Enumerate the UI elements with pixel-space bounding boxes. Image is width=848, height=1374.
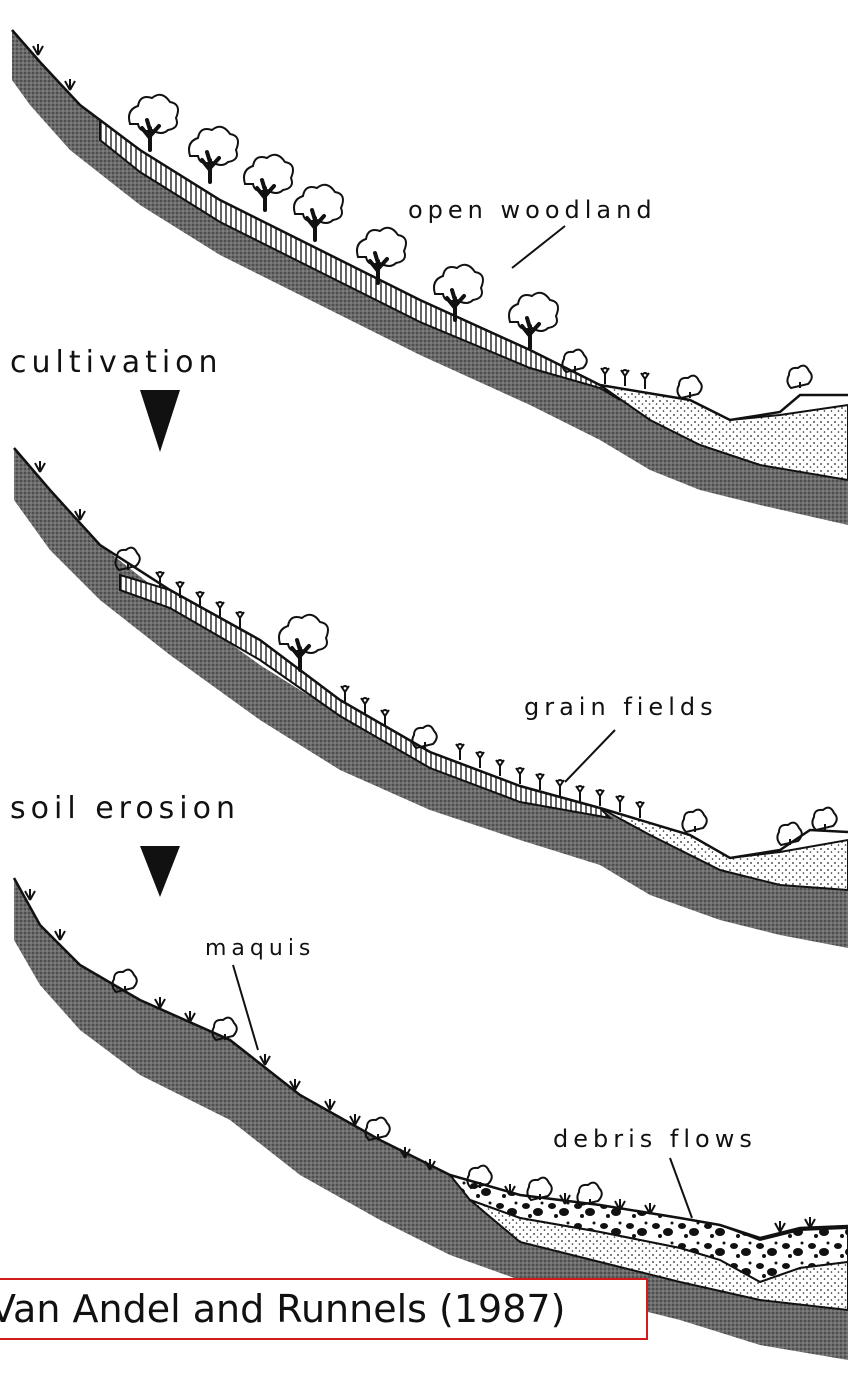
leader-maquis xyxy=(233,965,258,1050)
label-debris-flows: debris flows xyxy=(553,1125,757,1153)
label-open-woodland: open woodland xyxy=(408,196,657,224)
citation-box: Van Andel and Runnels (1987) xyxy=(0,1278,648,1340)
label-soil-erosion: soil erosion xyxy=(10,791,240,826)
label-maquis: maquis xyxy=(205,936,315,961)
arrow-down-icon xyxy=(140,390,180,452)
leader-debris-flows xyxy=(670,1158,692,1218)
citation-text: Van Andel and Runnels (1987) xyxy=(0,1287,565,1331)
panel-open-woodland: open woodland xyxy=(12,30,848,525)
bedrock-layer xyxy=(14,448,848,948)
label-cultivation: cultivation xyxy=(10,345,223,380)
arrow-down-icon xyxy=(140,846,180,897)
leader-grain-fields xyxy=(565,730,615,782)
label-grain-fields: grain fields xyxy=(524,693,718,721)
panel-grain-fields: grain fields xyxy=(14,448,848,948)
leader-open-woodland xyxy=(512,226,565,268)
